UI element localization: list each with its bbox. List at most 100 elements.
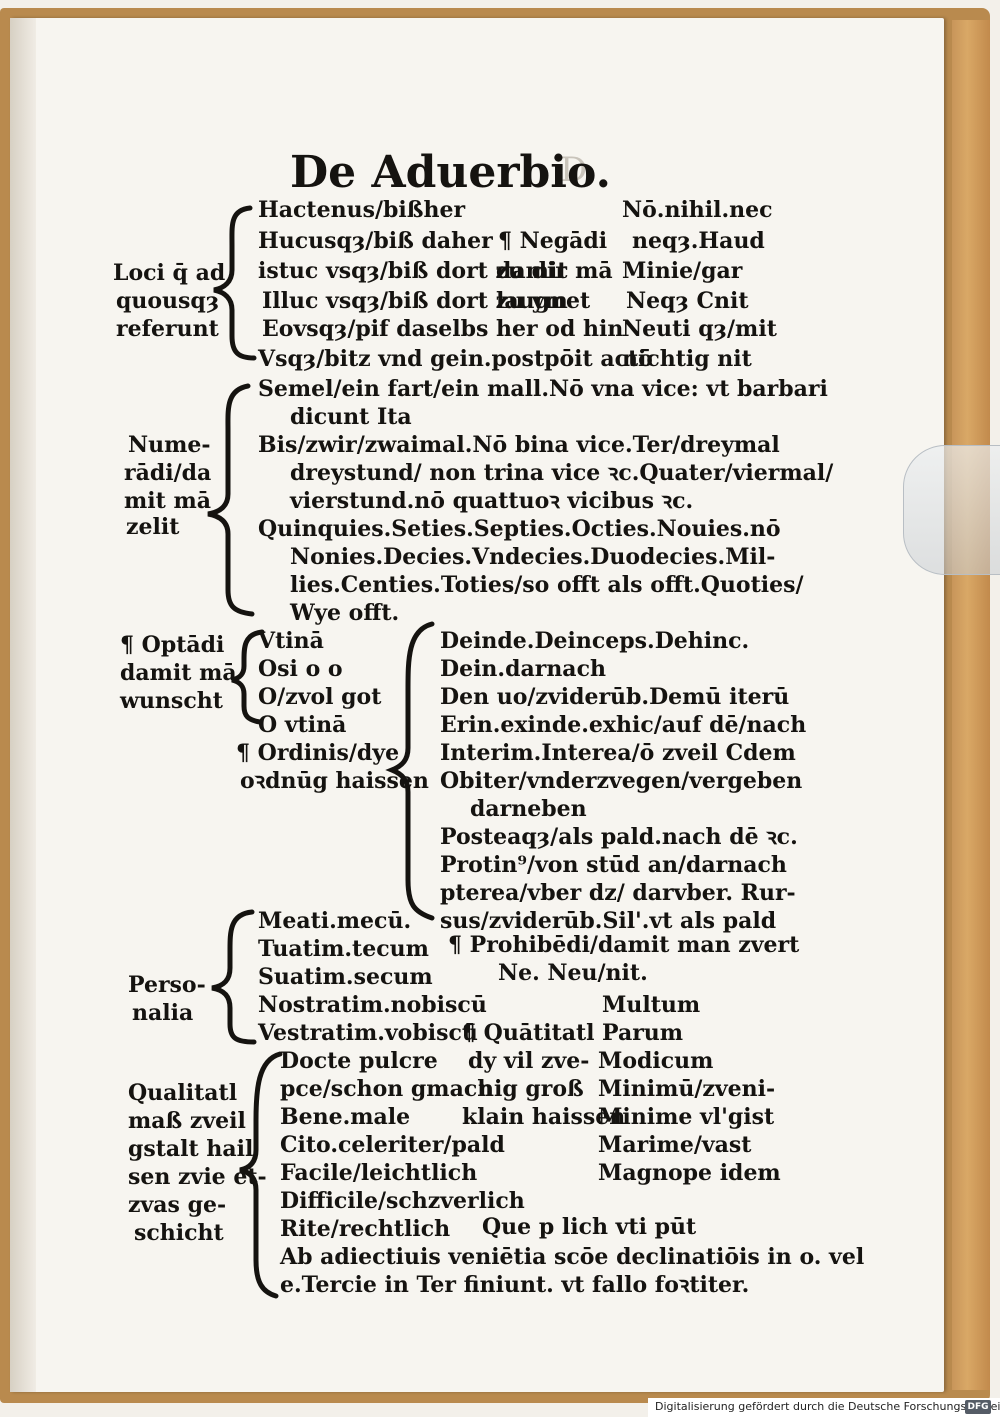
text-line-l55: Perso- — [128, 972, 206, 998]
text-line-l33: Vtinā — [258, 628, 324, 654]
text-line-l24: dreystund/ non trina vice ꝛc.Quater/vier… — [290, 460, 834, 486]
text-line-l18: nichtig nit — [622, 346, 752, 372]
text-line-l15: Eovsqȝ/pif daselbs her od hin — [262, 316, 624, 342]
text-line-l66: Modicum — [598, 1048, 714, 1074]
text-line-l07: istuc vsqȝ/biß dort zu dir — [258, 258, 567, 284]
page-gutter-shadow — [10, 18, 36, 1392]
text-line-l41: O vtinā — [258, 712, 347, 738]
text-line-l13: Neqȝ Cnit — [626, 288, 749, 314]
text-line-l42: Erin.exinde.exhic/auf dē/nach — [440, 712, 807, 738]
text-line-l26: vierstund.nō quattuoꝛ vicibus ꝛc. — [290, 488, 694, 514]
text-line-l80: Magnope idem — [598, 1160, 781, 1186]
text-line-l77: Marime/vast — [598, 1132, 752, 1158]
brace-numerandi — [207, 383, 255, 617]
dfg-logo-icon: DFG — [965, 1400, 991, 1414]
text-line-l69: nig groß — [478, 1076, 584, 1102]
text-line-l84: Rite/rechtlich — [280, 1216, 451, 1242]
text-line-l74: Minime vl'gist — [598, 1104, 775, 1130]
text-line-l64: Docte pulcre — [280, 1048, 438, 1074]
text-line-l40: Den uo/zviderūb.Demū iterū — [440, 684, 790, 710]
text-line-l01: Hactenus/bißher — [258, 197, 466, 223]
text-line-l50: pterea/vber dz/ darvber. Rur- — [440, 880, 796, 906]
text-line-l54: ¶ Prohibēdi/damit man zvert — [448, 932, 800, 958]
text-line-l47: darneben — [470, 796, 587, 822]
footer-band — [648, 1398, 1000, 1417]
text-line-l86: Ab adiectiuis veniētia scōe declinatiōis… — [280, 1244, 865, 1270]
text-line-l87: e.Tercie in Ter finiunt. vt fallo foꝛtit… — [280, 1272, 750, 1298]
text-line-l35: damit mā — [120, 660, 237, 686]
text-line-l29: Nonies.Decies.Vndecies.Duodecies.Mil- — [290, 544, 776, 570]
text-line-l70: Minimū/zveni- — [598, 1076, 776, 1102]
text-line-l22: Bis/zwir/zwaimal.Nō bina vice.Ter/dreyma… — [258, 432, 780, 458]
text-line-l30: lies.Centies.Toties/so offt als offt.Quo… — [290, 572, 804, 598]
footer-credit: Digitalisierung gefördert durch die Deut… — [655, 1400, 1000, 1413]
text-line-l57: Ne. Neu/nit. — [498, 960, 648, 986]
text-line-l60: Multum — [602, 992, 701, 1018]
text-line-l27: zelit — [126, 514, 180, 540]
brace-optandi — [231, 629, 265, 725]
text-line-l62: ¶ Quātitatl — [462, 1020, 595, 1046]
text-line-l58: nalia — [132, 1000, 194, 1026]
text-line-l21: Nume- — [128, 432, 211, 458]
plastic-clip — [903, 445, 1000, 575]
text-line-l44: Interim.Interea/ō zveil Cdem — [440, 740, 796, 766]
text-line-l49: Protin⁹/von stūd an/darnach — [440, 852, 787, 878]
text-line-l67: Qualitatl — [128, 1080, 238, 1106]
page-title: De Aduerbio. — [290, 147, 611, 198]
text-line-l05: neqȝ.Haud — [632, 228, 765, 254]
text-line-l03: Hucusqȝ/biß daher — [258, 228, 493, 254]
text-line-l04: ¶ Negādi — [498, 228, 608, 254]
text-line-l46: Obiter/vnderzvegen/vergeben — [440, 768, 803, 794]
text-line-l31: Wye offt. — [290, 600, 400, 626]
text-line-l81: zvas ge- — [128, 1192, 227, 1218]
text-line-l65: dy vil zve- — [468, 1048, 590, 1074]
text-line-l23: rādi/da — [124, 460, 212, 486]
text-line-l85: Que p lich vti pūt — [482, 1214, 697, 1240]
text-line-l10: quousqȝ — [116, 288, 220, 314]
cover-edge — [952, 20, 990, 1390]
text-line-l52: Meati.mecū. — [258, 908, 412, 934]
brace-ordinis — [385, 621, 435, 921]
text-line-l75: gstalt hail — [128, 1136, 254, 1162]
text-line-l76: Cito.celeriter/pald — [280, 1132, 505, 1158]
book-page — [10, 18, 944, 1392]
text-line-l53: Tuatim.tecum — [258, 936, 429, 962]
text-line-l72: Bene.male — [280, 1104, 411, 1130]
text-line-l73: klain haissen — [462, 1104, 626, 1130]
text-line-l39: O/zvol got — [258, 684, 382, 710]
brace-qualitatis — [239, 1051, 283, 1299]
text-line-l82: Difficile/schzverlich — [280, 1188, 525, 1214]
text-line-l12: laugnet — [496, 288, 591, 314]
text-line-l59: Nostratim.nobiscū — [258, 992, 487, 1018]
text-line-l36: Osi o o — [258, 656, 343, 682]
text-line-l09: Minie/gar — [622, 258, 743, 284]
text-line-l25: mit mā — [124, 488, 211, 514]
text-line-l02: Nō.nihil.nec — [622, 197, 773, 223]
text-line-l61: Vestratim.vobiscū — [258, 1020, 478, 1046]
text-line-l16: Neuti qȝ/mit — [622, 316, 777, 342]
brace-loci — [213, 205, 257, 361]
text-line-l28: Quinquies.Seties.Septies.Octies.Nouies.n… — [258, 516, 781, 542]
text-line-l71: maß zveil — [128, 1108, 246, 1134]
text-line-l37: Dein.darnach — [440, 656, 606, 682]
text-line-l08: damit mā — [496, 258, 613, 284]
text-line-l43: ¶ Ordinis/dye — [236, 740, 400, 766]
text-line-l17: Vsqȝ/bitz vnd gein.postpōit actō — [258, 346, 653, 372]
text-line-l63: Parum — [602, 1020, 684, 1046]
text-line-l51: sus/zviderūb.Sil'.vt als pald — [440, 908, 777, 934]
text-line-l11: Illuc vsqȝ/biß dort zu ym — [262, 288, 568, 314]
text-line-l34: Deinde.Deinceps.Dehinc. — [440, 628, 750, 654]
text-line-l83: schicht — [134, 1220, 224, 1246]
text-line-l06: Loci q̄ ad — [113, 260, 226, 286]
brace-personalia — [211, 909, 257, 1045]
text-line-l79: Facile/leichtlich — [280, 1160, 478, 1186]
text-line-l19: Semel/ein fart/ein mall.Nō vna vice: vt … — [258, 376, 828, 402]
text-line-l38: wunscht — [120, 688, 223, 714]
text-line-l32: ¶ Optādi — [120, 632, 225, 658]
bleed-through-text: D — [560, 150, 588, 190]
text-line-l56: Suatim.secum — [258, 964, 433, 990]
text-line-l68: pce/schon gmach — [280, 1076, 494, 1102]
text-line-l20: dicunt Ita — [290, 404, 412, 430]
